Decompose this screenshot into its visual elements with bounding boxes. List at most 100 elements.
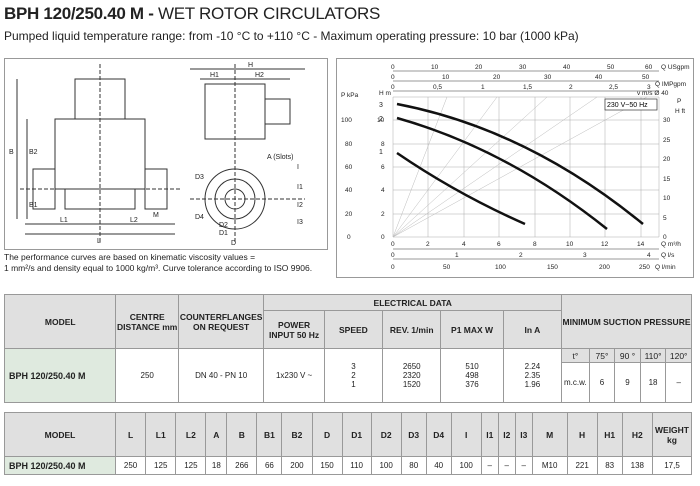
m3h-tick-0: 0 [391,241,395,248]
ls-tick-4: 4 [647,252,651,259]
ms-tick-3: 3 [647,84,651,91]
chart-svg: 1 2 3 230 V~50 Hz 0 10 20 30 40 50 60 Q … [341,64,690,271]
dim-label-l2: L2 [130,217,138,224]
chart-grid [392,96,660,238]
usgpm-tick-50: 50 [607,64,615,71]
usgpm-tick-30: 30 [519,64,527,71]
th-model: MODEL [3,294,117,349]
cell-t90: 9 [614,362,641,403]
th2-d4: D4 [425,412,452,457]
cell2-d: 150 [311,456,343,475]
cell2-i1: – [480,456,499,475]
hft-label: H ft [675,108,685,115]
dim-label-d1: D1 [219,230,228,237]
impgpm-tick-50: 50 [642,74,650,81]
ms-tick-0: 0 [391,84,395,91]
dim-label-m: M [153,212,159,219]
th2-b: B [226,412,258,457]
th2-i1: I1 [480,412,499,457]
kpa-tick-20: 20 [345,211,353,218]
cell-counterflanges: DN 40 - PN 10 [177,348,265,403]
m3h-tick-14: 14 [637,241,645,248]
p-kpa-label: P kPa [341,92,359,99]
bottom-axes: 0 2 4 6 8 10 12 14 Q m³/h 0 1 2 3 4 Q l/… [391,241,681,271]
th-t: t° [561,348,590,363]
speed-3-curve [396,102,644,225]
hft-tick-30: 30 [663,117,671,124]
dim-label-i1: I1 [297,184,303,191]
th2-h2: H2 [621,412,654,457]
cell2-i: 100 [450,456,482,475]
th-rev: REV. 1/min [382,310,442,349]
h-m-label: H m [379,90,391,97]
m-tick-8: 8 [381,141,385,148]
speed-2-curve [396,116,608,230]
ms-tick-05: 0,5 [433,84,442,91]
cell2-d2: 100 [370,456,402,475]
cell-speed: 3 2 1 [323,348,384,403]
cell-t120: – [665,362,692,403]
th-t120: 120° [665,348,692,363]
th2-i: I [450,412,482,457]
cell2-l: 250 [114,456,147,475]
dimension-drawing: H H1 H2 B B2 B1 L L1 L2 M I I1 I2 I3 D D… [4,58,328,250]
page-title: BPH 120/250.40 M - WET ROTOR CIRCULATORS [4,4,380,24]
m-tick-4: 4 [381,187,385,194]
cell-t-unit: m.c.w. [561,362,590,403]
impgpm-tick-40: 40 [595,74,603,81]
ms-tick-15: 1,5 [523,84,532,91]
dim-label-d4: D4 [195,214,204,221]
product-type: WET ROTOR CIRCULATORS [158,4,380,23]
dim-label-b2: B2 [29,149,38,156]
lmin-tick-50: 50 [443,264,451,271]
th-speed: SPEED [323,310,384,349]
m-tick-6: 6 [381,164,385,171]
cell2-i3: – [514,456,533,475]
th-power-input: POWER INPUT 50 Hz [263,310,325,349]
th2-d3: D3 [400,412,427,457]
ms-tick-1: 1 [481,84,485,91]
dim-label-i2: I2 [297,202,303,209]
th2-b1: B1 [256,412,283,457]
m-tick-0: 0 [381,234,385,241]
th-t90: 90 ° [614,348,641,363]
m3h-tick-8: 8 [533,241,537,248]
dimensions-table: MODEL L L1 L2 A B B1 B2 D D1 D2 D3 D4 I … [4,412,692,475]
impgpm-tick-0: 0 [391,74,395,81]
hft-tick-25: 25 [663,137,671,144]
th-p1max: P1 MAX W [440,310,504,349]
th2-h1: H1 [596,412,623,457]
dim-label-d2: D2 [219,222,228,229]
cell-in: 2.24 2.35 1.96 [502,348,563,403]
usgpm-tick-40: 40 [563,64,571,71]
dim-label-d3: D3 [195,174,204,181]
usgpm-tick-10: 10 [431,64,439,71]
lmin-tick-200: 200 [599,264,610,271]
ms-label: v m/s Ø 40 [637,90,669,97]
th2-l2: L2 [175,412,207,457]
cell2-b: 266 [226,456,258,475]
dim-label-d: D [231,240,236,247]
drawing-labels: H H1 H2 B B2 B1 L L1 L2 M I I1 I2 I3 D D… [9,62,303,247]
lmin-tick-0: 0 [391,264,395,271]
th2-h: H [566,412,598,457]
ls-tick-1: 1 [455,252,459,259]
usgpm-tick-0: 0 [391,64,395,71]
cell2-b2: 200 [281,456,313,475]
th2-d1: D1 [341,412,372,457]
m-tick-10: 10 [377,117,385,124]
kpa-tick-100: 100 [341,117,352,124]
impgpm-tick-30: 30 [544,74,552,81]
hft-tick-0: 0 [663,234,667,241]
kpa-tick-0: 0 [347,234,351,241]
ms-tick-2: 2 [569,84,573,91]
th-suction: MINIMUM SUCTION PRESSURE [561,294,692,349]
ls-tick-3: 3 [583,252,587,259]
dim-label-h: H [248,62,253,69]
m3h-label: Q m³/h [661,241,681,248]
performance-note: The performance curves are based on kine… [4,252,324,274]
th-t75: 75° [588,348,616,363]
m3h-tick-10: 10 [566,241,574,248]
row2-model: BPH 120/250.40 M [4,456,116,475]
left-axes: P kPa H m 0 20 40 60 80 100 0 2 4 6 8 10 [341,90,391,241]
